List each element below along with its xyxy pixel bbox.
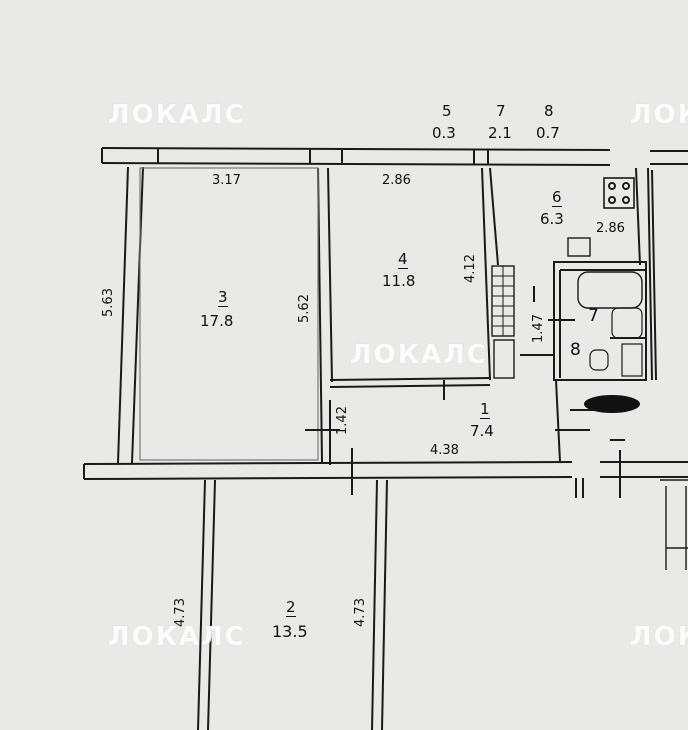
room-7-number: 7 [588, 306, 599, 326]
watermark-center: ЛОКАЛС [350, 340, 488, 370]
room-1-area: 7.4 [470, 422, 494, 440]
top-label-5-area: 0.3 [432, 124, 456, 142]
room3-outline [139, 167, 319, 461]
dim-room2-right: 4.73 [352, 598, 368, 627]
room3-left-wall [117, 166, 144, 464]
top-wall [101, 147, 688, 166]
room-4-number: 4 [398, 250, 408, 269]
room-3-area: 17.8 [200, 312, 234, 330]
room-6-area: 6.3 [540, 210, 564, 228]
room-2-number: 2 [286, 598, 296, 617]
redacted-mark [584, 395, 640, 413]
toilet [589, 349, 609, 371]
partition-4-6 [481, 167, 499, 381]
stove [603, 177, 635, 209]
room-6-number: 6 [552, 188, 562, 207]
dim-bath-side: 1.47 [530, 314, 546, 343]
top-label-7-area: 2.1 [488, 124, 512, 142]
dim-room3-top: 3.17 [212, 173, 241, 188]
top-label-7-num: 7 [496, 102, 506, 120]
room-4-area: 11.8 [382, 272, 416, 290]
dim-room3-right: 5.62 [296, 294, 312, 323]
top-label-5-num: 5 [442, 102, 452, 120]
top-label-8-area: 0.7 [536, 124, 560, 142]
watermark-bottom-left: ЛОКАЛС [108, 622, 246, 652]
dim-hall-bottom: 4.38 [430, 443, 459, 458]
partition-3-4 [317, 167, 333, 463]
room-2-area: 13.5 [272, 622, 308, 641]
dim-room3-left: 5.63 [100, 288, 116, 317]
watermark-bottom-right: ЛОКАЛС [630, 622, 688, 652]
room-1-number: 1 [480, 400, 490, 419]
dim-room4-right: 4.12 [462, 254, 478, 283]
dim-kitchen-right: 2.86 [596, 221, 625, 236]
room-8-number: 8 [570, 340, 581, 360]
dim-hall-left: 1.42 [334, 406, 350, 435]
dim-room4-top: 2.86 [382, 173, 411, 188]
watermark-top-right: ЛОКАЛС [630, 100, 688, 130]
bathtub [577, 271, 643, 309]
bottom-wall [83, 461, 688, 480]
room2-walls [197, 479, 388, 730]
watermark-top-left: ЛОКАЛС [108, 100, 246, 130]
room-3-number: 3 [218, 288, 228, 307]
top-label-8-num: 8 [544, 102, 554, 120]
